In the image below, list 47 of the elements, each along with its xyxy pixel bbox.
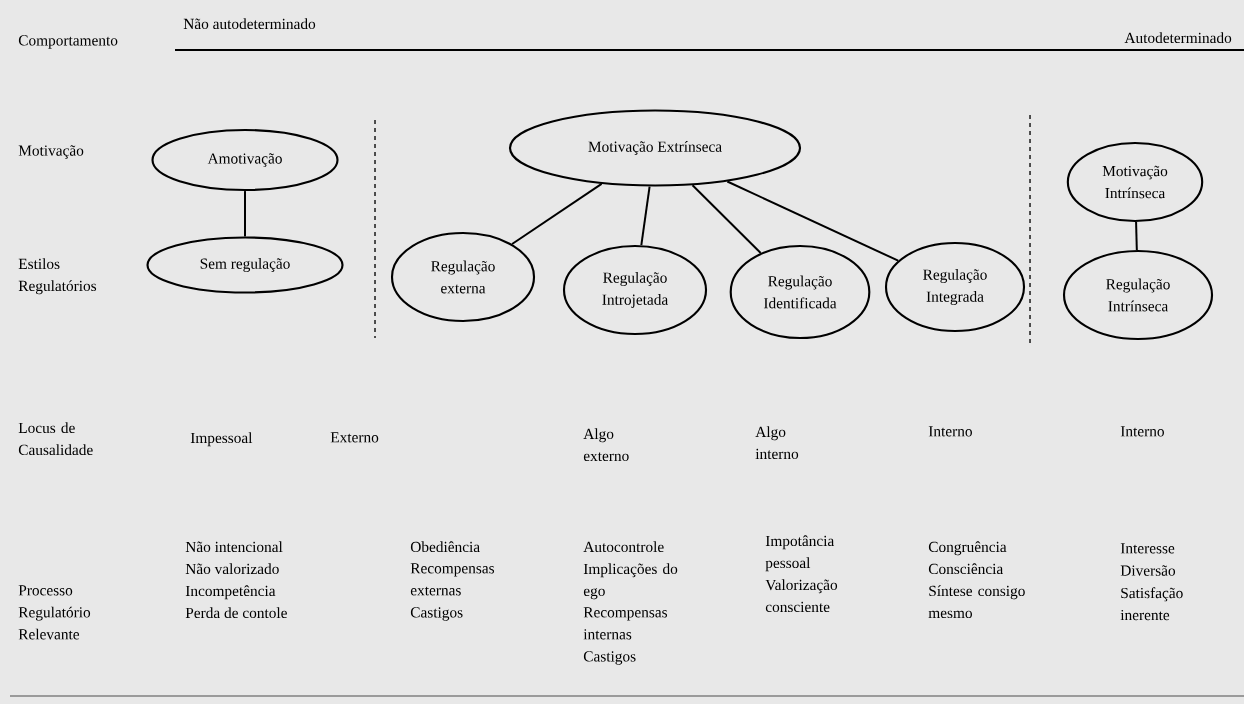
text-label: Recompensas externas [410,563,495,596]
text-label: Autocontrole [583,541,664,553]
text-label: Castigos [583,651,636,665]
text-label: Impotância pessoal [765,535,835,572]
text-label: Congruência [928,541,1007,556]
text-label: Comportamento [18,35,118,49]
text-label: Obediência [410,541,480,553]
text-label: Motivação [18,145,84,159]
connector-line [640,185,651,247]
ellipse-node: Motivação Extrínseca [508,109,802,187]
text-label: Estilos Regulatórios [18,258,97,295]
text-label: Processo Regulatório Relevante [18,585,91,640]
text-label: Não autodeterminado [183,18,316,30]
text-label: Recompensas internas [583,607,668,640]
ellipse-node: Regulação Integrada [884,241,1026,333]
text-label: Perda de contole [185,607,287,619]
ellipse-node: Sem regulação [146,236,344,294]
text-label: Algo interno [755,426,799,460]
text-label: Castigos [410,607,463,621]
text-label: Interno [928,426,972,437]
text-label: Incompetência [185,585,276,600]
text-label: Não valorizado [185,563,279,575]
connector-line [691,184,762,254]
text-label: Algo externo [583,428,629,462]
text-label: Interno [1120,426,1164,437]
ellipse-node: Amotivação [151,128,339,192]
text-label: Interesse [1120,543,1175,554]
ellipse-node: Motivação Intrínseca [1066,141,1204,223]
text-label: Valorização consciente [765,579,838,613]
text-label: Não intencional [185,541,283,553]
text-label: Impessoal [190,432,253,447]
ellipse-node: Regulação Intrínseca [1062,249,1214,341]
text-label: Implicações do ego [583,563,678,600]
text-label: Externo [330,432,379,443]
ellipse-node: Regulação Introjetada [562,244,708,336]
text-label: Locus de Causalidade [18,422,93,456]
connector-line [511,182,603,245]
text-label: Consciência [928,563,1003,575]
connector-line [1135,221,1138,251]
text-label: Síntese consigo mesmo [928,585,1025,619]
connector-line [726,180,900,262]
text-label: Diversão [1120,565,1176,576]
text-label: Autodeterminado [1124,32,1232,44]
connector-line [244,190,246,238]
text-label: Satisfação inerente [1120,587,1183,621]
ellipse-node: Regulação externa [390,231,536,323]
ellipse-node: Regulação Identificada [729,244,871,340]
